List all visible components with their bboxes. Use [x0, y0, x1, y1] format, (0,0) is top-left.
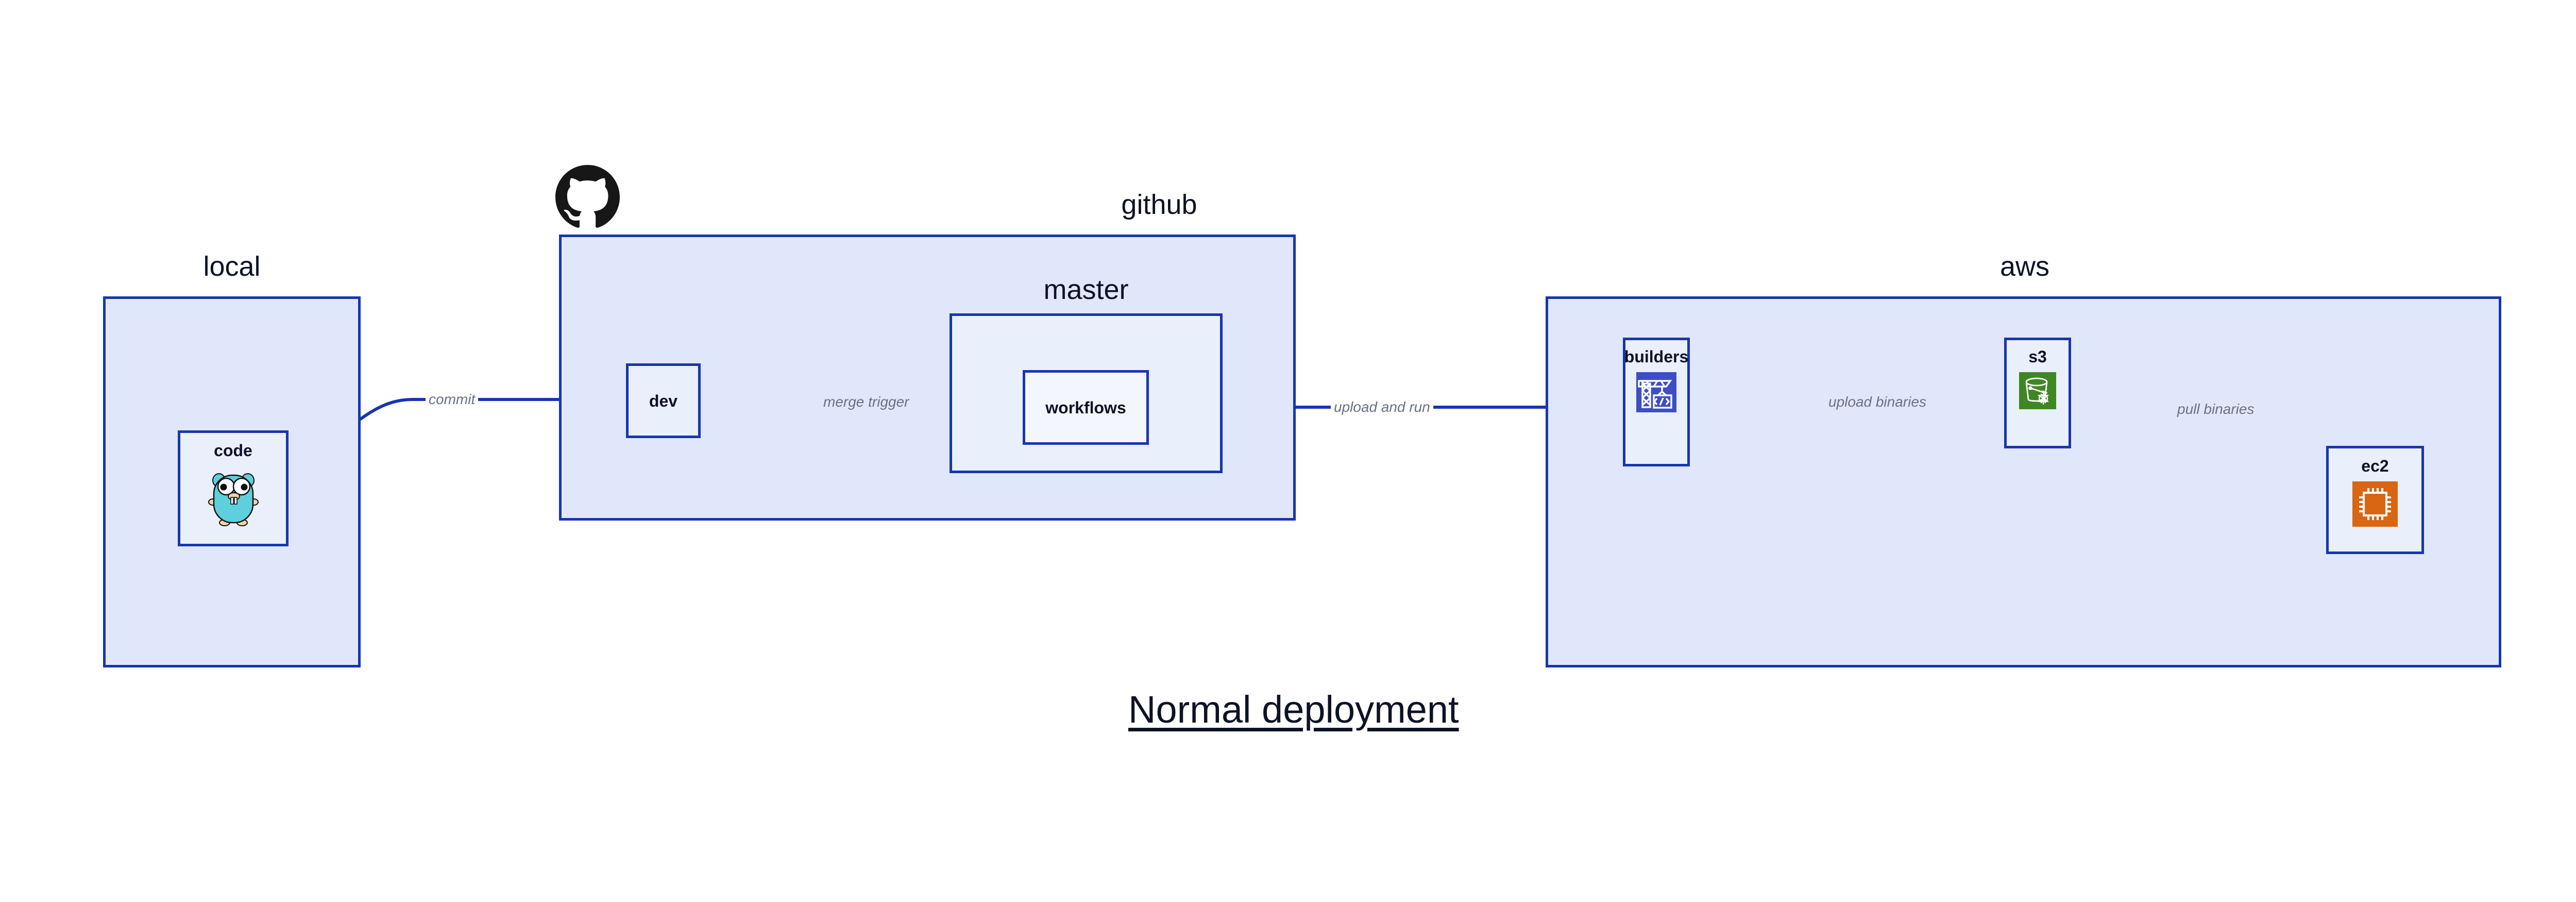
edge-label-upload-binaries: upload binaries [1825, 395, 1929, 409]
group-local [103, 296, 361, 667]
edge-label-commit: commit [426, 392, 479, 407]
node-label-builders: builders [1624, 347, 1689, 366]
aws-ec2-icon [2352, 481, 2398, 529]
edge-label-upload-and-run: upload and run [1331, 400, 1433, 414]
edge-label-pull-binaries: pull binaries [2174, 402, 2258, 416]
node-workflows[interactable]: workflows [1023, 370, 1149, 445]
node-s3[interactable]: s3 [2004, 338, 2071, 448]
aws-codebuild-icon [1636, 372, 1676, 415]
group-label-github: github [1121, 189, 1197, 220]
aws-s3-glacier-icon [2019, 372, 2056, 412]
node-builders[interactable]: builders [1623, 338, 1690, 466]
edge-label-merge-trigger: merge trigger [820, 395, 912, 409]
github-octocat-icon [555, 165, 620, 229]
node-label-dev: dev [649, 391, 678, 410]
node-label-s3: s3 [2028, 347, 2047, 366]
node-dev[interactable]: dev [626, 363, 701, 438]
node-ec2[interactable]: ec2 [2326, 446, 2424, 554]
node-label-ec2: ec2 [2361, 457, 2389, 475]
node-code[interactable]: code [178, 430, 289, 546]
group-label-local: local [203, 251, 261, 282]
group-label-master: master [1043, 274, 1129, 305]
group-label-aws: aws [1999, 251, 2050, 282]
go-gopher-icon [208, 466, 259, 529]
diagram-title: Normal deployment [1128, 688, 1459, 731]
node-label-workflows: workflows [1045, 398, 1126, 417]
node-label-code: code [214, 441, 252, 460]
